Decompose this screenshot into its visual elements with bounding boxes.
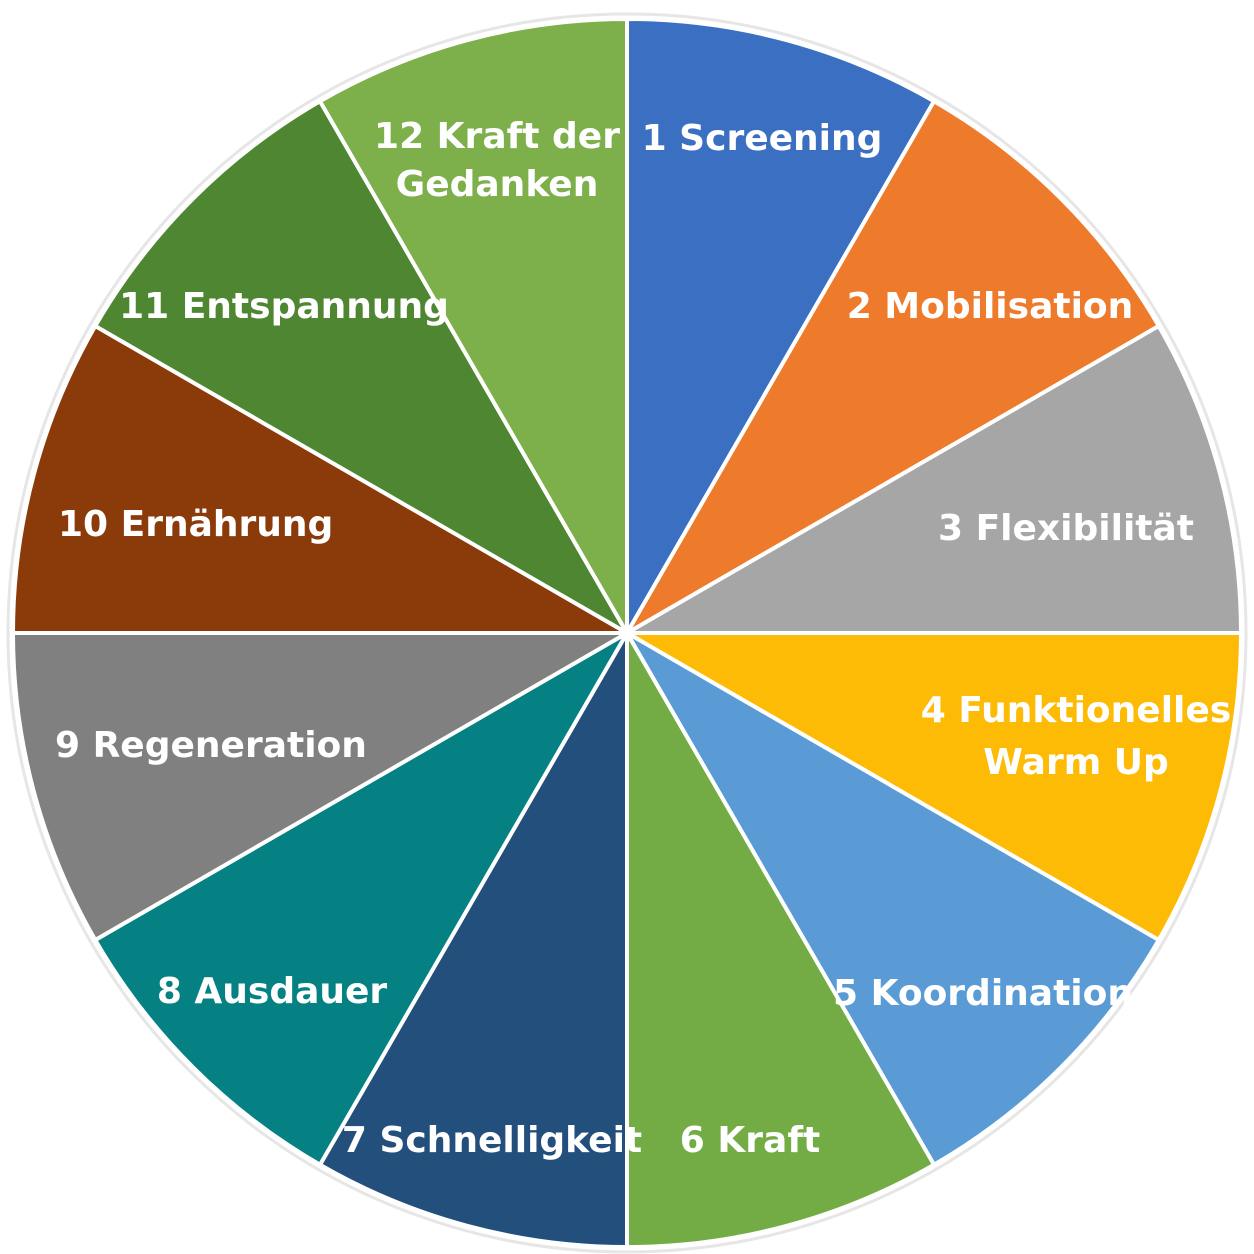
slice-label-12-line-1: 12 Kraft der — [374, 116, 620, 157]
slice-label-9: 9 Regeneration — [55, 725, 367, 766]
slice-label-7: 7 Schnelligkeit — [342, 1120, 642, 1161]
slices-group — [11, 17, 1243, 1249]
labels-group: 1 Screening 2 Mobilisation 3 Flexibilität 4… — [55, 116, 1231, 1161]
chart-rim — [6, 12, 1248, 1254]
pie-slice-10 — [11, 324, 629, 635]
slice-label-2: 2 Mobilisation — [847, 286, 1134, 327]
slice-label-11: 11 Entspannung — [119, 286, 449, 327]
pie-slice-5 — [625, 631, 1161, 1167]
pie-slice-3 — [625, 324, 1243, 635]
pie-slice-6 — [625, 631, 936, 1249]
pie-slice-7 — [318, 631, 629, 1249]
slice-label-3: 3 Flexibilität — [938, 508, 1194, 549]
center-hub — [619, 625, 635, 641]
slice-label-10: 10 Ernährung — [58, 504, 333, 545]
slice-label-1: 1 Screening — [642, 118, 883, 159]
pie-slice-8 — [93, 631, 629, 1167]
pie-slice-12 — [318, 17, 629, 635]
slice-label-5: 5 Koordination — [833, 973, 1133, 1014]
slice-label-4-line-2: Warm Up — [983, 742, 1169, 783]
pie-slice-2 — [625, 99, 1161, 635]
slice-label-4-line-1: 4 Funktionelles — [921, 690, 1231, 731]
pie-slice-11 — [93, 99, 629, 635]
pie-slice-1 — [625, 17, 936, 635]
slice-label-6: 6 Kraft — [680, 1120, 820, 1161]
pie-slice-9 — [11, 631, 629, 942]
pie-slice-4 — [625, 631, 1243, 942]
slice-label-8: 8 Ausdauer — [157, 971, 388, 1012]
slice-label-12-line-2: Gedanken — [396, 164, 599, 205]
